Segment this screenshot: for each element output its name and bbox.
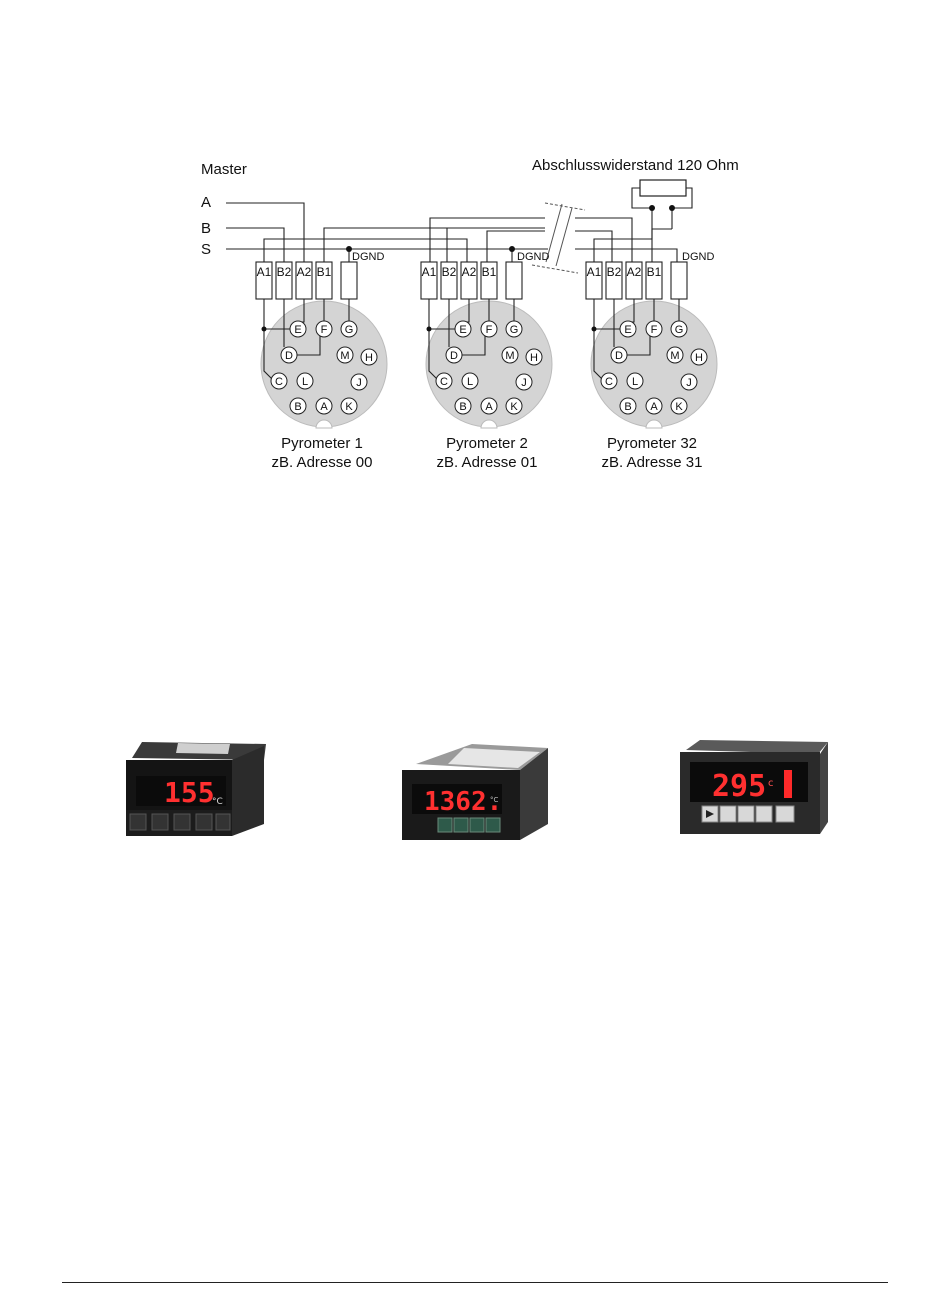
pyrometer-name: Pyrometer 32 — [607, 435, 697, 452]
pyrometer-unit: A1 B2 A2 B1 DGND E F G D M H C L J B A K Pyrometer 2 zB. A… — [421, 251, 552, 471]
dgnd-resistor — [341, 262, 357, 299]
pyrometer-name: Pyrometer 1 — [281, 435, 363, 452]
pin-label: H — [365, 352, 373, 364]
pin-label: F — [486, 324, 493, 336]
wire-junction — [262, 327, 267, 332]
bus-lines — [226, 203, 677, 262]
pin-label: L — [467, 376, 473, 388]
terminal-label: B1 — [317, 265, 332, 279]
pyrometer-address: zB. Adresse 31 — [602, 454, 703, 471]
pin-label: C — [275, 376, 283, 388]
pin-label: L — [632, 376, 638, 388]
device-3-unit: c — [768, 778, 774, 789]
pin-label: M — [505, 350, 514, 362]
panel-meter-photo-3: 295 c — [676, 738, 830, 836]
rs485-wiring-diagram: Master A B S Abschlusswiderstand 120 Ohm — [0, 0, 950, 520]
pin-label: D — [615, 350, 623, 362]
terminal-label: A2 — [462, 265, 477, 279]
terminal-label: A1 — [587, 265, 602, 279]
terminal-label: A2 — [297, 265, 312, 279]
dgnd-label: DGND — [682, 251, 714, 263]
pin-label: D — [450, 350, 458, 362]
pin-label: J — [356, 377, 362, 389]
terminal-label: A1 — [257, 265, 272, 279]
pin-label: C — [605, 376, 613, 388]
dgnd-resistor — [671, 262, 687, 299]
dgnd-resistor — [506, 262, 522, 299]
line-label-a: A — [201, 194, 211, 211]
terminal-label: B1 — [482, 265, 497, 279]
dgnd-label: DGND — [517, 251, 549, 263]
pin-label: A — [320, 401, 328, 413]
panel-meter-photo-1: 155 °C — [122, 736, 266, 840]
pin-label: K — [510, 401, 518, 413]
terminal-label: B2 — [607, 265, 622, 279]
pin-label: B — [624, 401, 631, 413]
pin-label: C — [440, 376, 448, 388]
dgnd-label: DGND — [352, 251, 384, 263]
terminal-label: B2 — [277, 265, 292, 279]
terminal-label: B2 — [442, 265, 457, 279]
footer-rule — [62, 1282, 888, 1283]
terminator-label: Abschlusswiderstand 120 Ohm — [532, 157, 739, 174]
pin-label: E — [459, 324, 466, 336]
terminal-label: A2 — [627, 265, 642, 279]
pin-label: F — [651, 324, 658, 336]
pyrometer-address: zB. Adresse 01 — [437, 454, 538, 471]
line-label-s: S — [201, 241, 211, 258]
terminal-label: B1 — [647, 265, 662, 279]
pyrometer-name: Pyrometer 2 — [446, 435, 528, 452]
terminator-resistor — [640, 180, 686, 196]
pin-label: J — [686, 377, 692, 389]
pin-label: J — [521, 377, 527, 389]
pin-label: D — [285, 350, 293, 362]
pin-label: A — [650, 401, 658, 413]
pin-label: K — [675, 401, 683, 413]
line-label-b: B — [201, 220, 211, 237]
pin-label: G — [675, 324, 684, 336]
pin-label: H — [530, 352, 538, 364]
device-2-unit: °C — [490, 796, 499, 804]
pin-label: B — [459, 401, 466, 413]
pin-label: A — [485, 401, 493, 413]
terminal-label: A1 — [422, 265, 437, 279]
master-label: Master — [201, 161, 247, 178]
device-3-display: 295 — [712, 769, 766, 804]
pin-label: L — [302, 376, 308, 388]
pin-label: F — [321, 324, 328, 336]
pyrometer-address: zB. Adresse 00 — [272, 454, 373, 471]
pin-label: G — [510, 324, 519, 336]
pin-label: M — [340, 350, 349, 362]
wire-junction — [592, 327, 597, 332]
pin-label: E — [294, 324, 301, 336]
pin-label: H — [695, 352, 703, 364]
pin-label: E — [624, 324, 631, 336]
pin-label: M — [670, 350, 679, 362]
pin-label: G — [345, 324, 354, 336]
panel-meter-photo-2: 1362. °C — [402, 744, 548, 844]
pin-label: K — [345, 401, 353, 413]
pyrometer-unit: A1 B2 A2 B1 DGND E F G D M H C L J B A K Pyrometer 1 zB. A… — [256, 251, 387, 471]
device-1-unit: °C — [212, 797, 223, 807]
pyrometer-unit: A1 B2 A2 B1 DGND E F G D M H C L J B A K Pyrometer 32 zB. … — [586, 251, 717, 471]
wire-junction — [427, 327, 432, 332]
pin-label: B — [294, 401, 301, 413]
device-1-display: 155 — [164, 776, 215, 809]
